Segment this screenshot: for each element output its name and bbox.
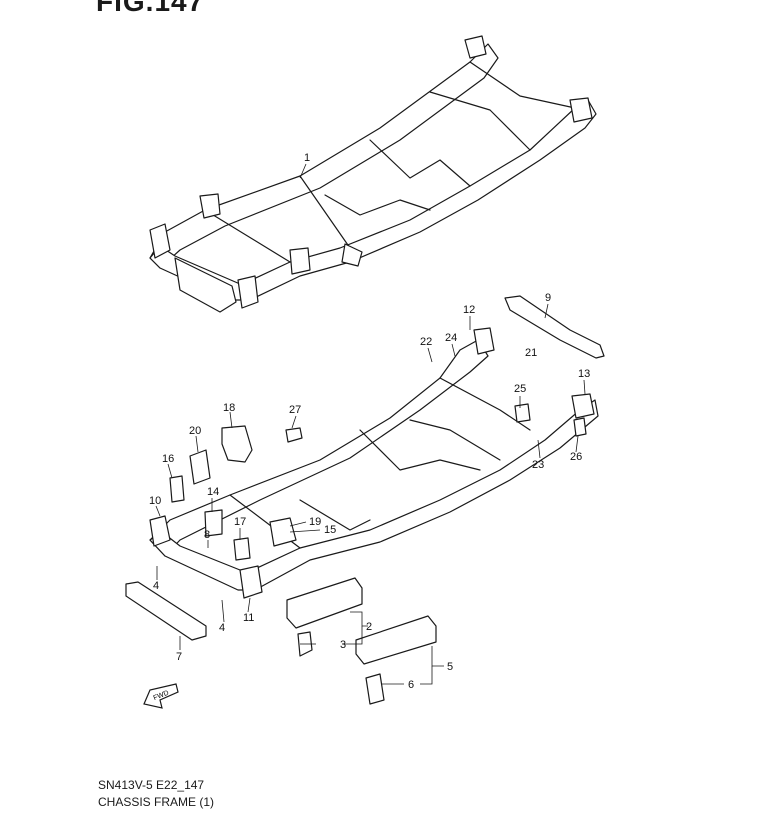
callout-2: 2 <box>366 621 372 633</box>
callout-1: 1 <box>304 152 310 164</box>
part-bracket-26 <box>573 417 587 437</box>
part-bracket-19 <box>269 517 297 547</box>
part-plate-20 <box>189 449 211 485</box>
callout-18: 18 <box>223 402 235 414</box>
part-bracket-6 <box>365 673 385 705</box>
callout-10: 10 <box>149 495 161 507</box>
callout-25: 25 <box>514 383 526 395</box>
callout-5: 5 <box>447 661 453 673</box>
chassis-frame-assembly <box>149 35 597 313</box>
part-plate-7 <box>125 581 207 641</box>
callout-11: 11 <box>243 612 254 624</box>
callout-27: 27 <box>289 404 301 416</box>
callouts: 1 2 3 4 4 5 6 7 8 9 10 11 12 13 14 15 16… <box>149 152 590 691</box>
callout-12: 12 <box>463 304 475 316</box>
callout-4b: 4 <box>219 622 225 634</box>
part-bracket-18 <box>221 425 253 463</box>
callout-21: 21 <box>525 347 537 359</box>
callout-14: 14 <box>207 486 219 498</box>
part-arm-9 <box>504 295 605 359</box>
callout-20: 20 <box>189 425 201 437</box>
callout-4a: 4 <box>153 580 159 592</box>
callout-26: 26 <box>570 451 582 463</box>
callout-6: 6 <box>408 679 414 691</box>
callout-16: 16 <box>162 453 174 465</box>
callout-7: 7 <box>176 651 182 663</box>
callout-9: 9 <box>545 292 551 304</box>
callout-24: 24 <box>445 332 457 344</box>
callout-3: 3 <box>340 639 346 651</box>
part-bracket-14 <box>204 509 223 537</box>
part-member-2 <box>286 577 363 629</box>
callout-15: 15 <box>324 524 336 536</box>
callout-8: 8 <box>204 529 210 541</box>
callout-17: 17 <box>234 516 246 528</box>
figure-title: FIG.147 <box>96 0 205 17</box>
part-bolt-27 <box>285 427 303 443</box>
diagram-name: CHASSIS FRAME (1) <box>98 795 215 809</box>
diagram-code: SN413V-5 E22_147 <box>98 778 205 792</box>
callout-19: 19 <box>309 516 321 528</box>
part-bracket-16 <box>169 475 185 503</box>
exploded-frame <box>149 327 599 599</box>
leader-lines <box>155 163 586 685</box>
part-member-5 <box>355 615 437 665</box>
callout-22: 22 <box>420 336 432 348</box>
callout-13: 13 <box>578 368 590 380</box>
fwd-arrow: FWD <box>143 683 179 709</box>
callout-23: 23 <box>532 459 544 471</box>
part-bracket-17 <box>233 537 251 561</box>
